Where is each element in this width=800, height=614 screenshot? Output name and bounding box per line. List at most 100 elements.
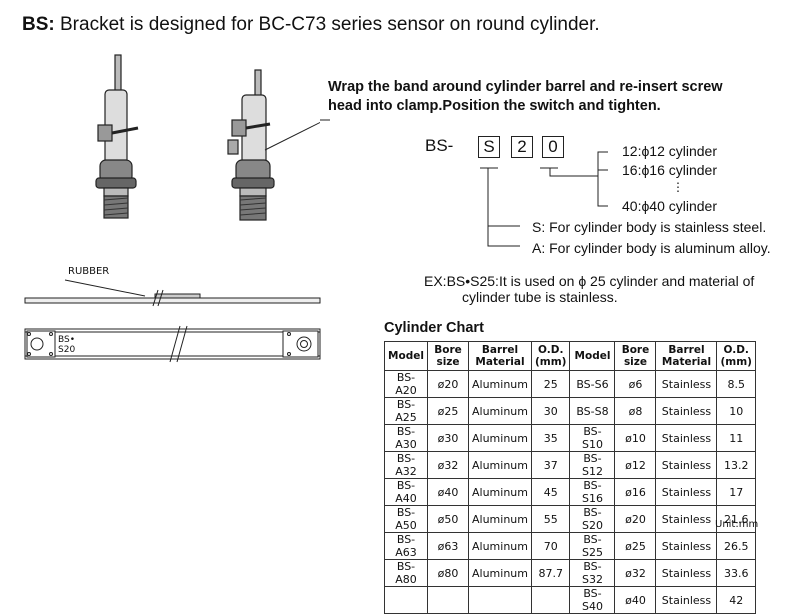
bracket-label-line-2: S20 — [58, 345, 76, 355]
table-cell: 8.5 — [716, 370, 756, 398]
table-cell: ø63 — [427, 532, 469, 560]
table-cell: ø80 — [427, 559, 469, 587]
material-option-aluminum: A: For cylinder body is aluminum alloy. — [532, 240, 771, 256]
table-cell: BS-S10 — [569, 424, 616, 452]
header-od-2: O.D. (mm) — [716, 341, 756, 371]
table-cell: Aluminum — [468, 451, 532, 479]
table-cell: ø12 — [614, 451, 657, 479]
size-option-16: 16:ϕ16 cylinder — [622, 162, 718, 178]
header-model: Model — [384, 341, 428, 371]
table-cell: BS-A40 — [384, 478, 428, 506]
table-cell — [427, 586, 469, 614]
size-option-40: 40:ϕ40 cylinder — [622, 198, 718, 214]
table-cell: Aluminum — [468, 505, 532, 533]
table-cell: ø10 — [614, 424, 657, 452]
table-cell: 33.6 — [716, 559, 756, 587]
instruction-text: Wrap the band around cylinder barrel and… — [328, 78, 798, 116]
rubber-label: RUBBER — [68, 266, 110, 277]
table-cell: ø25 — [614, 532, 657, 560]
header-model-2: Model — [569, 341, 616, 371]
table-cell: Stainless — [655, 586, 718, 614]
table-cell: BS-S32 — [569, 559, 616, 587]
table-cell: Aluminum — [468, 532, 532, 560]
sensor-left — [95, 54, 139, 219]
table-cell: 70 — [530, 532, 571, 560]
table-cell: Aluminum — [468, 559, 532, 587]
table-cell — [384, 586, 428, 614]
table-cell: Stainless — [655, 451, 718, 479]
table-cell: ø32 — [427, 451, 469, 479]
table-cell: Stainless — [655, 424, 718, 452]
table-cell: 10 — [716, 397, 756, 425]
table-cell: BS-A20 — [384, 370, 428, 398]
size-option-ellipsis: ⋮ — [672, 180, 684, 194]
table-cell — [468, 586, 532, 614]
table-cell: Aluminum — [468, 370, 532, 398]
table-cell: BS-S6 — [569, 370, 616, 398]
table-cell: 25 — [530, 370, 571, 398]
table-cell: Stainless — [655, 559, 718, 587]
table-cell: ø50 — [427, 505, 469, 533]
material-option-stainless: S: For cylinder body is stainless steel. — [532, 219, 767, 235]
heading-prefix: BS: — [22, 14, 55, 35]
table-cell: BS-A80 — [384, 559, 428, 587]
chart-title: Cylinder Chart — [384, 320, 484, 336]
table-cell: 17 — [716, 478, 756, 506]
table-cell: BS-A32 — [384, 451, 428, 479]
table-cell: Stainless — [655, 397, 718, 425]
bracket-label: BS• S20 — [58, 335, 75, 355]
table-cell: Stainless — [655, 370, 718, 398]
leader-line — [264, 121, 320, 151]
instruction-line-2: head into clamp.Position the switch and … — [328, 98, 661, 114]
table-cell: ø25 — [427, 397, 469, 425]
cylinder-chart-table: Model Bore size Barrel Material O.D. (mm… — [384, 341, 756, 614]
table-cell: BS-A63 — [384, 532, 428, 560]
example-text: EX:BS•S25:It is used on ϕ 25 cylinder an… — [424, 273, 794, 305]
example-line-1: EX:BS•S25:It is used on ϕ 25 cylinder an… — [424, 273, 755, 289]
table-cell: BS-S40 — [569, 586, 616, 614]
table-cell: ø20 — [614, 505, 657, 533]
table-cell: 30 — [530, 397, 571, 425]
table-cell: 13.2 — [716, 451, 756, 479]
table-cell: BS-A30 — [384, 424, 428, 452]
table-cell: Aluminum — [468, 424, 532, 452]
table-cell: Stainless — [655, 505, 718, 533]
table-cell: 21.6 — [716, 505, 756, 533]
code-box-size-2: 0 — [542, 136, 564, 158]
table-cell: ø40 — [427, 478, 469, 506]
example-line-2: cylinder tube is stainless. — [462, 289, 618, 305]
table-header-row: Model Bore size Barrel Material O.D. (mm… — [384, 341, 756, 371]
table-cell: BS-A25 — [384, 397, 428, 425]
bracket-label-line-1: BS• — [58, 335, 76, 345]
table-cell: BS-S20 — [569, 505, 616, 533]
page-heading: BS: Bracket is designed for BC-C73 serie… — [22, 14, 600, 36]
table-cell: BS-S8 — [569, 397, 616, 425]
sensor-right — [227, 69, 275, 221]
table-cell: Aluminum — [468, 397, 532, 425]
table-cell: ø6 — [614, 370, 657, 398]
table-cell: 42 — [716, 586, 756, 614]
instruction-line-1: Wrap the band around cylinder barrel and… — [328, 79, 723, 95]
table-cell: 45 — [530, 478, 571, 506]
leader-line-ext — [320, 119, 330, 121]
table-cell: BS-A50 — [384, 505, 428, 533]
code-prefix: BS- — [425, 136, 454, 155]
table-cell: ø30 — [427, 424, 469, 452]
table-cell: 26.5 — [716, 532, 756, 560]
table-cell — [530, 586, 571, 614]
table-cell: ø20 — [427, 370, 469, 398]
table-cell: 11 — [716, 424, 756, 452]
table-cell: Stainless — [655, 478, 718, 506]
header-od: O.D. (mm) — [530, 341, 571, 371]
header-barrel-material: Barrel Material — [468, 341, 532, 371]
table-cell: ø32 — [614, 559, 657, 587]
table-cell: ø16 — [614, 478, 657, 506]
header-bore-size: Bore size — [427, 341, 469, 371]
